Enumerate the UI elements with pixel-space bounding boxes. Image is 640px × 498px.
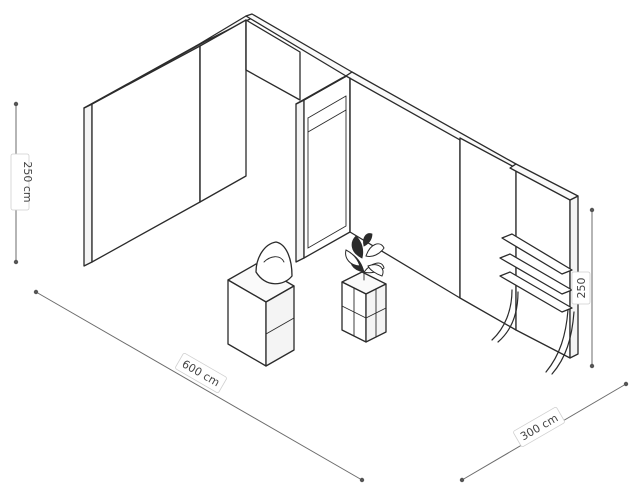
long-wall-panel-2 bbox=[459, 137, 517, 331]
left-wall bbox=[91, 45, 201, 263]
shelf-3 bbox=[499, 271, 573, 313]
right-wall-top bbox=[509, 163, 579, 201]
back-wall-inner bbox=[199, 19, 247, 203]
left-wall-edge bbox=[83, 103, 93, 267]
dimension-height-left: 250 cm bbox=[10, 101, 34, 265]
shelving-unit bbox=[491, 233, 575, 375]
plant-stand bbox=[341, 271, 387, 343]
storage-column-edge bbox=[295, 99, 305, 263]
sculpture bbox=[255, 241, 293, 285]
dimension-height-label: 250 cm bbox=[21, 161, 34, 202]
storage-door bbox=[307, 109, 347, 249]
shelf-leg-left bbox=[491, 289, 513, 341]
dimension-height-right: 250 bbox=[571, 207, 595, 369]
plant-icon bbox=[345, 233, 385, 281]
counter-desk bbox=[227, 263, 295, 367]
door-header bbox=[307, 95, 347, 119]
dimension-depth: 300 cm bbox=[459, 381, 629, 483]
dimension-height-right-label: 250 bbox=[575, 278, 588, 299]
shelf-leg-right bbox=[545, 309, 569, 373]
shelf-1 bbox=[501, 233, 573, 275]
long-wall bbox=[349, 77, 461, 299]
storage-column bbox=[303, 73, 351, 259]
dimension-width: 600 cm bbox=[33, 289, 365, 483]
